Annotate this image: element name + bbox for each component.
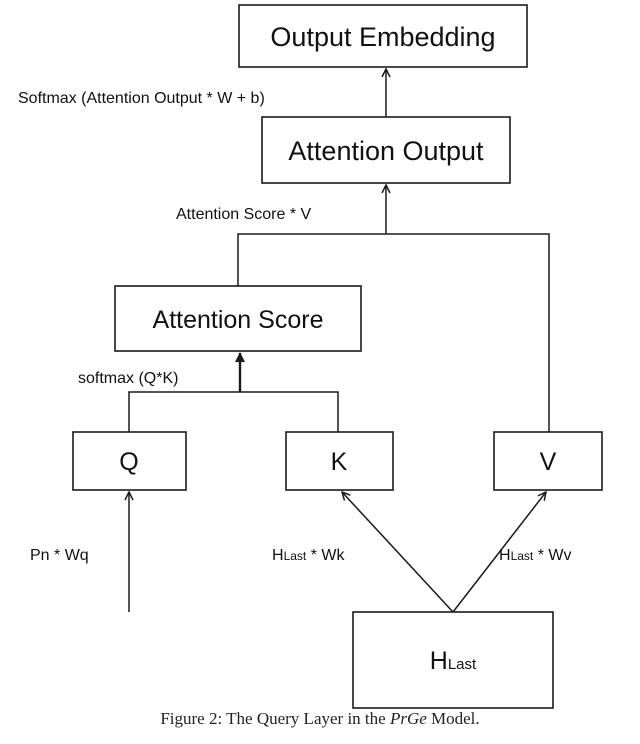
- attention-output-box: [261, 116, 511, 184]
- hlast-wv-formula: HLast * Wv: [499, 547, 571, 564]
- hlast-wk-formula: HLast * Wk: [272, 547, 345, 564]
- q-box: [72, 431, 187, 491]
- pn-wq-formula: Pn * Wq: [30, 547, 89, 564]
- h-last-box: [352, 611, 554, 709]
- k-box: [285, 431, 394, 491]
- attention-score-label: Attention Score: [153, 306, 324, 334]
- hlast-to-v-arrow: [452, 492, 546, 613]
- v-box: [493, 431, 603, 491]
- v-label: V: [540, 448, 557, 476]
- attention-output-label: Attention Output: [288, 136, 484, 166]
- hlast-to-k-arrow: [342, 492, 454, 613]
- attention-score-times-v-formula: Attention Score * V: [176, 206, 312, 223]
- softmax-qk-formula: softmax (Q*K): [78, 370, 178, 387]
- h-last-label: HLast: [430, 647, 477, 675]
- figure-caption: Figure 2: The Query Layer in the PrGe Mo…: [160, 709, 480, 728]
- output-embedding-box: [238, 4, 528, 68]
- q-label: Q: [119, 448, 138, 476]
- softmax-output-formula: Softmax (Attention Output * W + b): [18, 90, 265, 107]
- output-embedding-label: Output Embedding: [270, 22, 495, 52]
- k-label: K: [331, 448, 348, 476]
- q-k-merge-line: [128, 391, 339, 432]
- score-v-merge-line: [237, 233, 550, 432]
